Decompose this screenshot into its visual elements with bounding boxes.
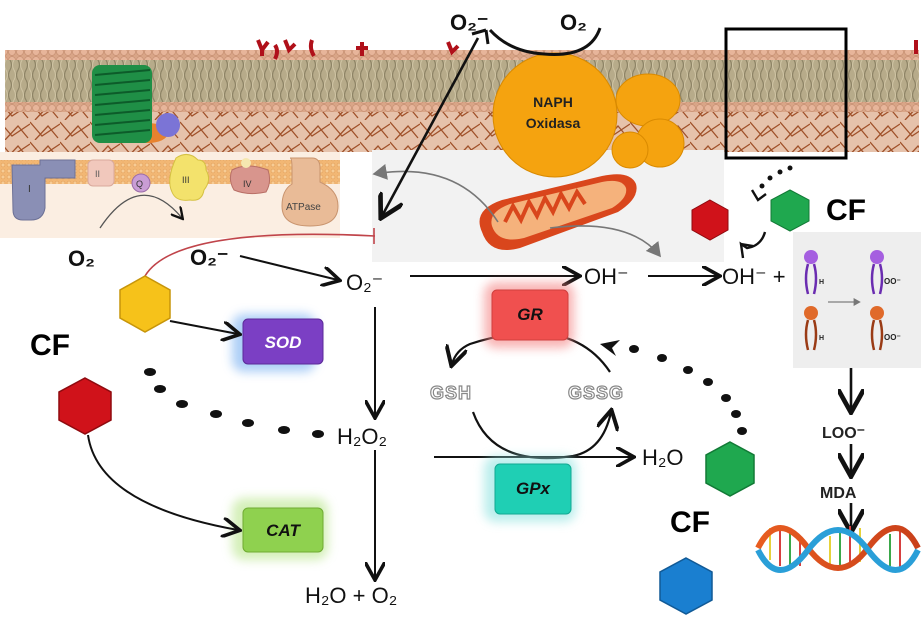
svg-text:H: H: [819, 279, 824, 286]
etc-electron-arrow: [99, 194, 182, 229]
dna-helix-icon: [755, 525, 921, 573]
svg-text:IV: IV: [243, 179, 252, 189]
svg-text:OO⁻: OO⁻: [884, 277, 901, 286]
membrane-zoom-box: [724, 27, 848, 160]
transmembrane-protein-icon: [92, 65, 180, 143]
oxidasa-label: Oxidasa: [526, 115, 581, 131]
squiggle-arrow-to-oh: [739, 231, 767, 259]
svg-text:III: III: [182, 175, 190, 185]
mito-arrow-left: [372, 164, 499, 223]
top-oxygen-label: O₂: [560, 10, 587, 35]
gsh-label: GSH: [430, 383, 472, 403]
complex-iv: IV: [229, 158, 271, 195]
arrow-cf-to-cat: [87, 434, 238, 530]
gr-label: GR: [517, 305, 543, 324]
blue-cf-hexagon: [659, 557, 713, 615]
dotted-arrowhead-gr: [600, 340, 620, 356]
ubiquinone-q: Q: [131, 173, 151, 193]
oh-center-label: OH⁻: [584, 264, 629, 289]
svg-text:OO⁻: OO⁻: [884, 333, 901, 342]
green-hexagon-top-right: [770, 189, 810, 232]
svg-text:ATPase: ATPase: [286, 202, 321, 213]
dotted-line-to-h2o2: [144, 368, 324, 438]
atp-synthase: ATPase: [281, 157, 339, 227]
naph-label: NAPH: [533, 94, 573, 110]
yellow-cf-hexagon: [119, 275, 171, 333]
gsh-to-gssg-arrow: [471, 412, 611, 460]
mito-arrow-right: [549, 225, 661, 258]
superoxide-left-label: O₂⁻: [190, 245, 229, 270]
oh-right-label: OH⁻ +: [722, 264, 786, 289]
cf-label-bottom: CF: [670, 506, 710, 539]
cf-label-left: CF: [30, 329, 70, 362]
naph-curved-arrowhead: [471, 28, 490, 45]
electron-transport-chain-panel: I II Q III IV ATPase: [0, 152, 340, 238]
cell-membrane: [5, 27, 919, 160]
cat-enzyme: CAT: [232, 498, 328, 560]
cat-label: CAT: [266, 521, 301, 540]
superoxide-center-label: O₂⁻: [346, 270, 383, 295]
green-cf-hexagon: [705, 441, 755, 497]
naph-oxidase-complex: NAPH Oxidasa: [492, 52, 685, 178]
red-cf-hexagon: [58, 377, 112, 435]
svg-text:Q: Q: [136, 179, 143, 189]
dotted-arrow-to-gr: [629, 345, 747, 435]
gpx-label: GPx: [516, 479, 552, 498]
box-dotted-arrow: [759, 165, 793, 189]
svg-text:I: I: [28, 184, 31, 195]
mitochondrion-icon: [479, 174, 637, 250]
gr-enzyme: GR: [484, 282, 574, 348]
naph-curved-arrow: [488, 27, 602, 56]
box-dotted-arrowhead: [750, 189, 767, 202]
h2o2-label: H₂O₂: [337, 424, 387, 449]
complex-ii: II: [87, 159, 115, 187]
lipid-peroxidation-panel: H OO⁻ H OO⁻: [793, 232, 921, 368]
glycoprotein-icons: [256, 39, 918, 60]
svg-text:H: H: [819, 335, 824, 342]
cf-label-top-right: CF: [826, 194, 866, 227]
gpx-enzyme: GPx: [484, 456, 576, 522]
complex-iii: III: [169, 154, 210, 201]
naph-to-superoxide-arrow: [382, 37, 480, 216]
arrow-cf-to-sod: [169, 320, 238, 334]
arrow-to-superoxide: [239, 255, 338, 280]
mda-label: MDA: [820, 485, 857, 502]
complex-i: I: [11, 159, 76, 221]
lipid-orange: H OO⁻: [804, 306, 901, 351]
svg-text:II: II: [95, 169, 100, 179]
sod-enzyme: SOD: [232, 314, 324, 372]
red-hexagon-top-right: [691, 199, 729, 241]
lipid-purple: H OO⁻: [804, 250, 901, 295]
h2o-o2-label: H₂O + O₂: [305, 583, 397, 608]
inhibition-curve: [144, 233, 376, 277]
h2o-label: H₂O: [642, 445, 684, 470]
o2-left-label: O₂: [68, 246, 95, 271]
loo-label: LOO⁻: [822, 425, 865, 442]
sod-label: SOD: [265, 333, 302, 352]
gssg-label: GSSG: [568, 383, 624, 403]
